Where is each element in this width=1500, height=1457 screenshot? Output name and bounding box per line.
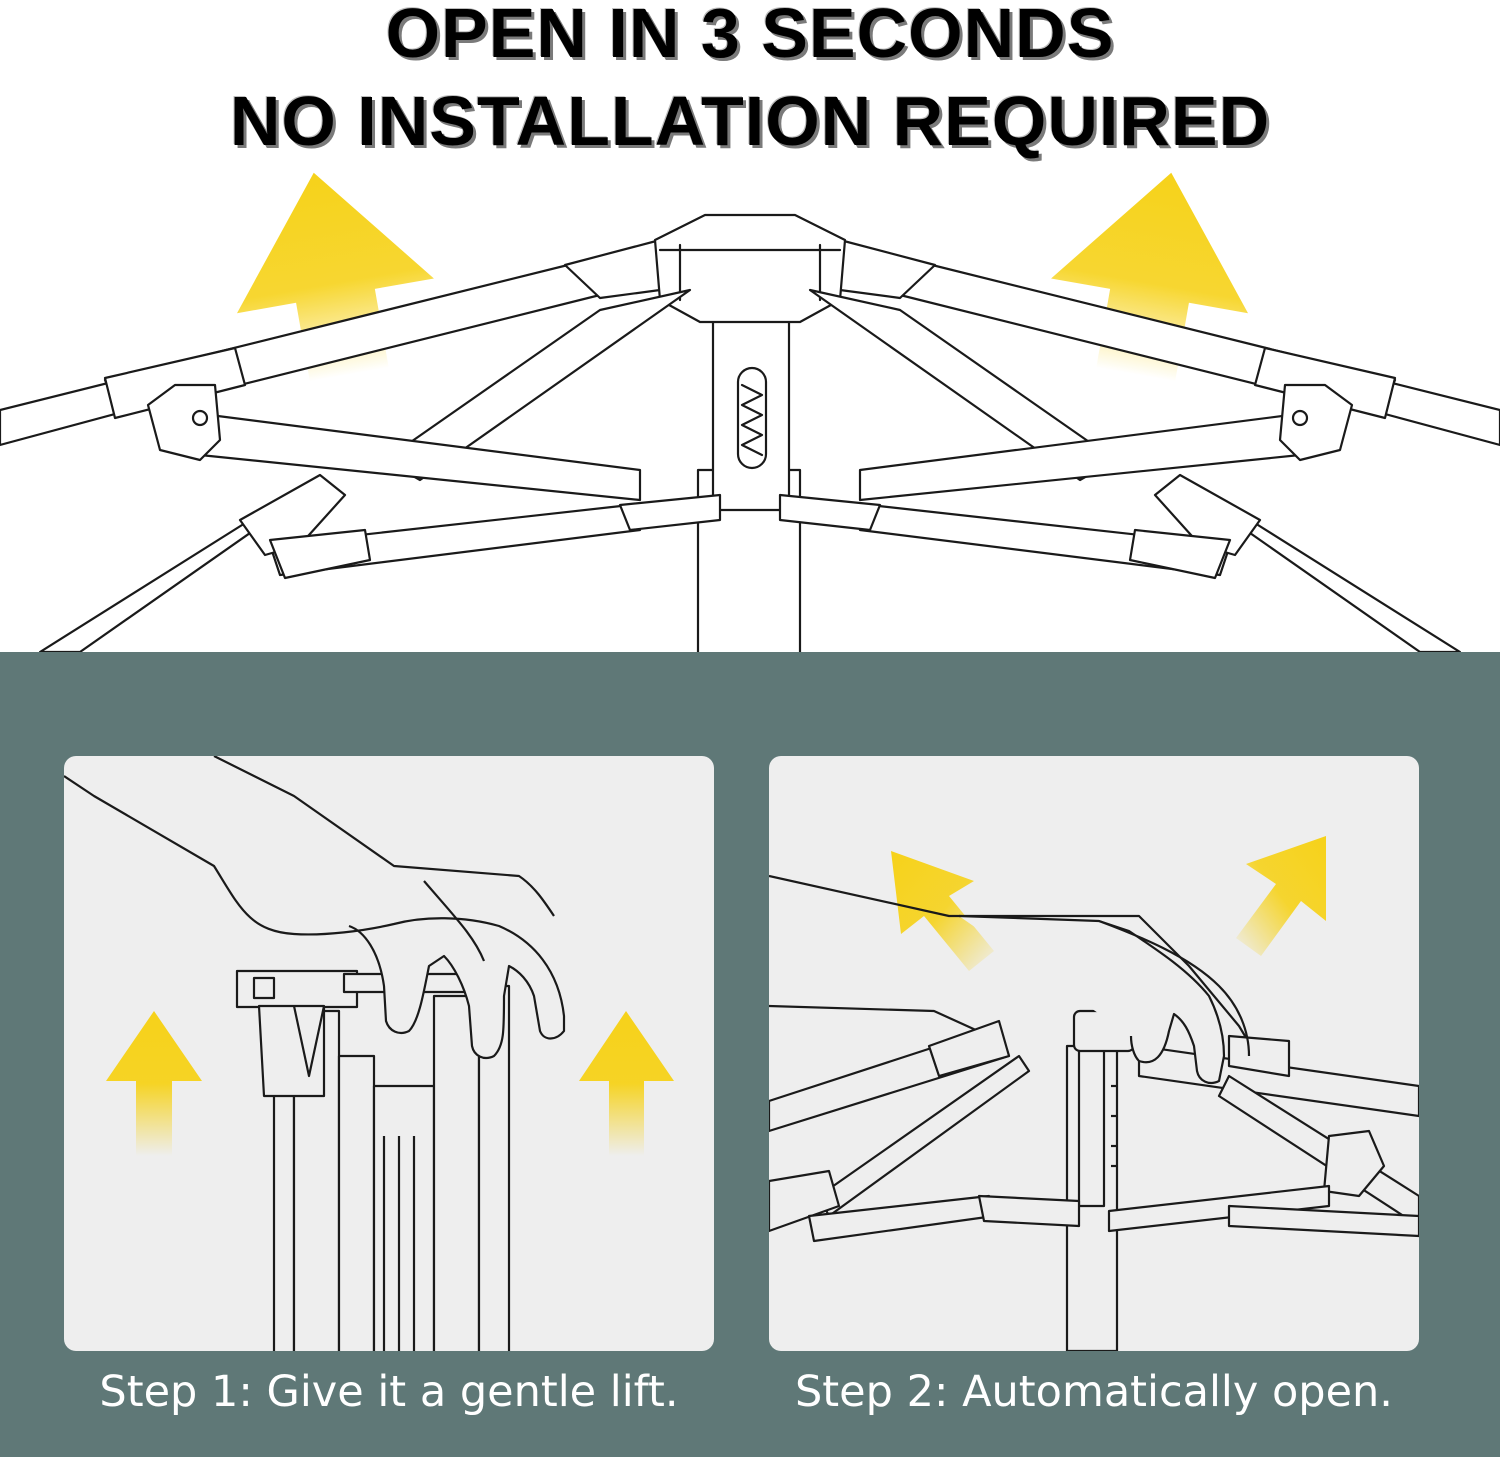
up-arrow-icon — [891, 851, 994, 971]
up-arrow-icon — [1051, 172, 1249, 382]
step-1-caption: Step 1: Give it a gentle lift. — [99, 1367, 679, 1417]
step-2-panel — [769, 756, 1419, 1351]
headline-line-2: NO INSTALLATION REQUIRED — [229, 82, 1271, 160]
frame-opening-illustration — [769, 836, 1419, 1351]
hero-section: OPEN IN 3 SECONDS NO INSTALLATION REQUIR… — [0, 0, 1500, 652]
up-arrow-icon — [236, 172, 434, 382]
up-arrow-icon — [1236, 836, 1326, 956]
up-arrow-icon — [106, 1011, 202, 1156]
step-2-caption: Step 2: Automatically open. — [795, 1367, 1393, 1417]
headline-line-1: OPEN IN 3 SECONDS — [385, 0, 1115, 72]
steps-section: Step 1: Give it a gentle lift. — [0, 652, 1500, 1457]
hand-lifting-illustration — [64, 756, 674, 1351]
tent-frame-illustration — [0, 172, 1500, 652]
step-1-panel — [64, 756, 714, 1351]
up-arrow-icon — [579, 1011, 674, 1156]
